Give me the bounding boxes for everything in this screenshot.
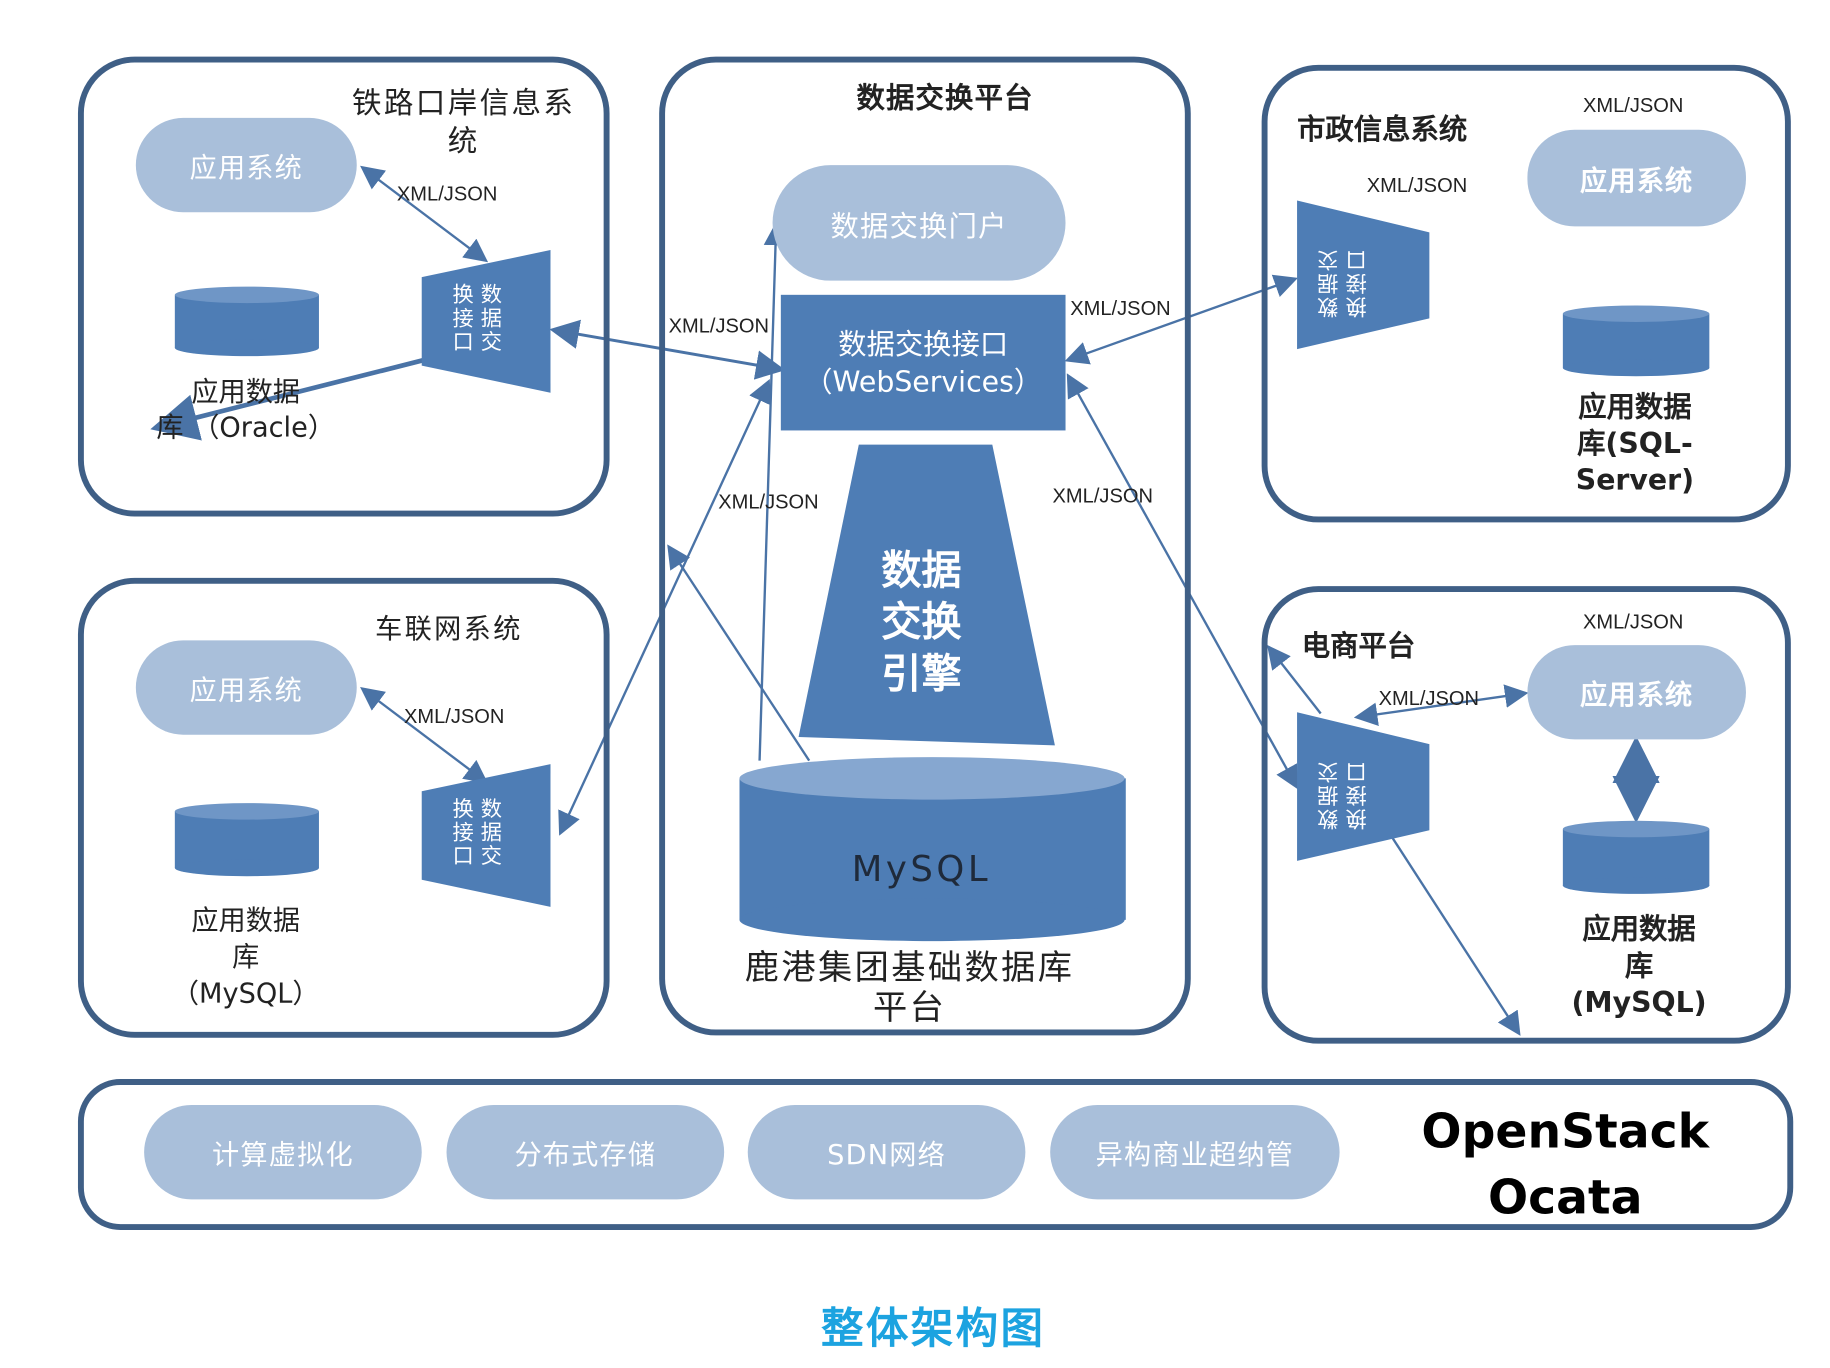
exchange-engine-label: 数据 交换 引擎 xyxy=(881,547,962,699)
openstack-group xyxy=(77,1079,1794,1231)
central-platform-group xyxy=(659,56,1191,1036)
vehicle-central-protocol: XML/JSON xyxy=(718,490,819,513)
arrow-railway-central xyxy=(549,319,786,380)
ecommerce-title: 电商平台 xyxy=(1301,629,1416,663)
municipal-app-system: 应用系统 xyxy=(1527,129,1746,227)
vehicle-interface-label: 数据交换接口 xyxy=(448,797,503,868)
diagram-caption: 整体架构图 xyxy=(820,1305,1046,1354)
municipal-db-label: 应用数据 库(SQL- Server) xyxy=(1575,390,1695,497)
openstack-item-storage: 分布式存储 xyxy=(446,1105,725,1200)
central-title: 数据交换平台 xyxy=(856,81,1034,115)
vehicle-app-protocol: XML/JSON xyxy=(404,705,505,728)
railway-system-group xyxy=(77,56,610,517)
municipal-title: 市政信息系统 xyxy=(1297,113,1468,147)
arrow-db-portal xyxy=(758,221,788,761)
ecommerce-app-protocol: XML/JSON xyxy=(1582,610,1684,634)
openstack-title: OpenStack Ocata xyxy=(1421,1105,1710,1226)
openstack-item-sdn: SDN网络 xyxy=(747,1105,1026,1200)
central-mysql-label: MySQL xyxy=(851,849,992,891)
arrow-railway-interface-db xyxy=(150,357,426,441)
ecommerce-app-system: 应用系统 xyxy=(1527,645,1746,740)
vehicle-db-label: 应用数据 库 （MySQL） xyxy=(171,905,320,1010)
vehicle-network-group xyxy=(77,577,610,1038)
arrow-ecommerce-interface-down xyxy=(1383,824,1521,1036)
municipal-app-protocol: XML/JSON xyxy=(1582,94,1684,117)
arrow-central-ecommerce xyxy=(1066,373,1299,790)
railway-central-protocol: XML/JSON xyxy=(668,314,770,338)
central-interface-box: 数据交换接口 （WebServices） xyxy=(780,294,1066,431)
arrow-ecommerce-interface-app xyxy=(1353,684,1529,727)
central-portal: 数据交换门户 xyxy=(772,165,1066,281)
vehicle-title: 车联网系统 xyxy=(375,614,523,646)
ecommerce-db-label: 应用数据 库 (MySQL) xyxy=(1571,912,1707,1019)
arrow-municipal-central xyxy=(1064,274,1298,365)
arrow-vehicle-app-interface xyxy=(360,687,489,784)
arrow-ecommerce-interface-up xyxy=(1266,644,1322,715)
arrow-db-left xyxy=(667,544,811,762)
municipal-interface-protocol: XML/JSON xyxy=(1366,174,1468,197)
municipal-central-protocol: XML/JSON xyxy=(1070,297,1171,320)
railway-title: 铁路口岸信息系 统 xyxy=(352,86,576,159)
municipal-system-group xyxy=(1261,64,1791,523)
railway-interface-label: 数据交换接口 xyxy=(448,283,503,354)
ecommerce-central-protocol: XML/JSON xyxy=(1052,484,1153,508)
vehicle-app-system: 应用系统 xyxy=(135,640,357,735)
ecommerce-platform-group xyxy=(1261,586,1791,1044)
railway-app-system: 应用系统 xyxy=(135,117,357,213)
central-base-label: 鹿港集团基础数据库 平台 xyxy=(744,946,1075,1028)
ecommerce-interface-protocol: XML/JSON xyxy=(1378,687,1480,710)
openstack-item-heterogeneous: 异构商业超纳管 xyxy=(1050,1105,1340,1200)
railway-app-protocol: XML/JSON xyxy=(396,182,498,206)
openstack-item-compute: 计算虚拟化 xyxy=(144,1105,422,1200)
railway-db-label: 应用数据 库 （Oracle） xyxy=(156,377,335,444)
arrow-railway-app-interface xyxy=(360,165,489,263)
